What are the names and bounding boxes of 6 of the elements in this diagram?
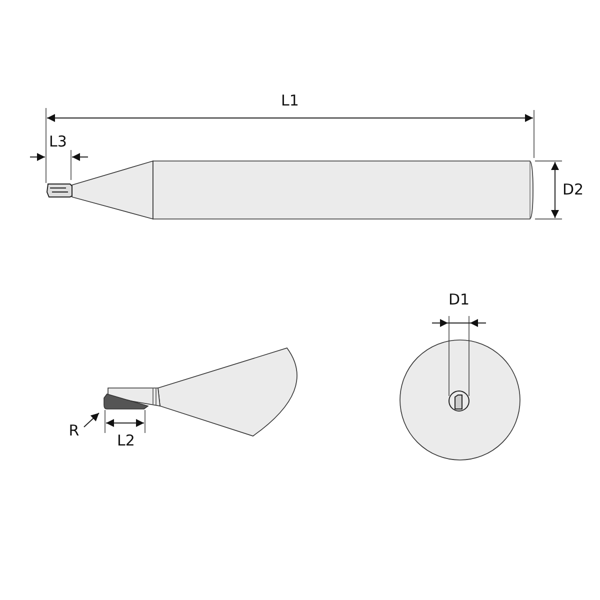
dimension-label: L2 (117, 434, 135, 448)
dimension-label: R (68, 424, 80, 438)
dimension-label: D2 (562, 182, 584, 198)
dimension-label: L1 (281, 94, 299, 108)
dimension-label: L3 (49, 134, 67, 150)
dimension-label: D1 (448, 292, 470, 308)
